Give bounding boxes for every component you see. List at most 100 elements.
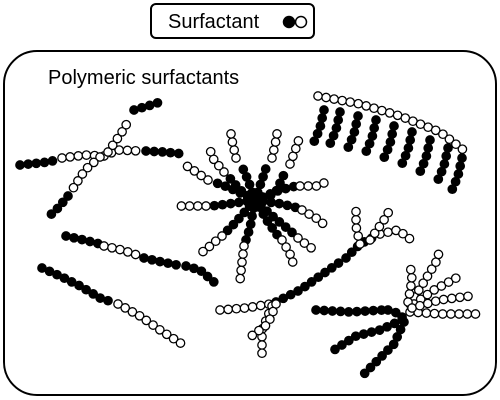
- polymer-chain-4: [215, 206, 415, 359]
- hydrophobic-bead: [196, 266, 207, 277]
- polymer-chain-5: [311, 249, 481, 379]
- hydrophilic-bead: [68, 182, 79, 193]
- hydrophilic-bead: [463, 291, 473, 302]
- hydrophilic-bead: [457, 144, 468, 155]
- hydrophobic-bead: [77, 234, 87, 245]
- hydrophobic-bead: [262, 206, 272, 217]
- hydrophobic-bead: [311, 305, 321, 315]
- hydrophilic-bead: [267, 153, 277, 163]
- hydrophobic-bead: [152, 97, 163, 108]
- hydrophilic-bead: [130, 249, 141, 260]
- hydrophilic-bead: [236, 265, 246, 276]
- hydrophobic-bead: [343, 142, 354, 153]
- hydrophilic-bead: [107, 242, 117, 253]
- hydrophilic-bead: [272, 129, 282, 139]
- hydrophobic-bead: [320, 267, 330, 278]
- hydrophilic-bead: [81, 150, 92, 160]
- hydrophobic-bead: [163, 258, 173, 269]
- hydrophobic-bead: [351, 119, 362, 129]
- hydrophilic-bead: [430, 125, 441, 136]
- hydrophobic-bead: [353, 111, 363, 121]
- hydrophilic-bead: [103, 147, 113, 157]
- hydrophobic-bead: [443, 143, 453, 153]
- hydrophobic-bead: [85, 236, 95, 247]
- hydrophobic-bead: [319, 105, 329, 115]
- hydrophobic-bead: [343, 335, 354, 346]
- hydrophilic-bead: [422, 271, 433, 282]
- hydrophobic-bead: [165, 147, 176, 158]
- hydrophobic-bead: [222, 225, 233, 236]
- hydrophobic-bead: [233, 197, 244, 208]
- hydrophobic-bead: [341, 253, 351, 263]
- hydrophilic-bead: [299, 238, 310, 248]
- hydrophilic-bead: [141, 315, 152, 326]
- hydrophilic-bead: [231, 153, 241, 163]
- hydrophobic-bead: [171, 259, 181, 270]
- hydrophilic-bead: [281, 242, 291, 252]
- hydrophilic-bead: [369, 103, 379, 114]
- hydrophobic-bead: [144, 100, 155, 111]
- hydrophilic-bead: [77, 169, 88, 179]
- hydrophilic-bead: [223, 304, 234, 315]
- hydrophilic-bead: [120, 303, 131, 313]
- hydrophobic-bead: [239, 207, 250, 218]
- hydrophilic-bead: [438, 129, 448, 140]
- hydrophilic-bead: [379, 214, 389, 225]
- hydrophilic-bead: [433, 249, 444, 260]
- hydrophobic-bead: [325, 138, 336, 149]
- hydrophilic-bead: [287, 257, 298, 267]
- hydrophobic-bead: [274, 198, 285, 209]
- hydrophobic-bead: [225, 198, 236, 209]
- hydrophilic-bead: [383, 207, 394, 218]
- hydrophobic-bead: [31, 158, 42, 169]
- hydrophilic-bead: [451, 139, 461, 150]
- hydrophilic-bead: [192, 201, 203, 211]
- hydrophilic-bead: [365, 235, 375, 245]
- hydrophilic-bead: [113, 299, 123, 309]
- hydrophobic-bead: [230, 180, 241, 190]
- hydrophobic-bead: [74, 280, 84, 291]
- hydrophilic-bead: [374, 221, 385, 232]
- hydrophobic-bead: [365, 362, 376, 373]
- hydrophilic-bead: [418, 278, 429, 289]
- hydrophobic-bead: [359, 368, 370, 379]
- hydrophilic-bead: [351, 206, 361, 217]
- hydrophilic-bead: [88, 157, 99, 168]
- hydrophobic-bead: [23, 159, 34, 169]
- hydrophilic-bead: [238, 249, 248, 259]
- hydrophilic-bead: [436, 281, 447, 291]
- hydrophilic-bead: [107, 140, 118, 151]
- hydrophobic-bead: [256, 200, 266, 211]
- hydrophilic-bead: [361, 101, 372, 111]
- hydrophilic-bead: [115, 244, 125, 255]
- hydrophilic-bead: [219, 167, 229, 177]
- hydrophilic-bead: [413, 285, 424, 296]
- hydrophilic-bead: [317, 218, 328, 229]
- hydrophilic-bead: [406, 272, 417, 283]
- hydrophobic-bead: [388, 339, 399, 350]
- hydrophobic-bead: [57, 197, 68, 208]
- hydrophilic-bead: [443, 277, 454, 287]
- hydrophobic-bead: [212, 178, 223, 189]
- hydrophilic-bead: [377, 105, 387, 116]
- hydrophilic-bead: [265, 314, 275, 325]
- hydrophobic-bead: [309, 136, 320, 147]
- hydrophilic-bead: [384, 108, 395, 118]
- hydrophilic-bead: [450, 273, 461, 284]
- hydrophobic-bead: [333, 115, 344, 125]
- hydrophilic-bead: [168, 333, 179, 344]
- hydrophobic-bead: [274, 217, 285, 227]
- hydrophilic-bead: [95, 152, 105, 162]
- hydrophobic-bead: [88, 289, 99, 299]
- hydrophobic-bead: [258, 192, 268, 203]
- hydrophilic-bead: [57, 153, 67, 163]
- hydrophobic-bead: [457, 153, 467, 163]
- hydrophilic-bead: [297, 205, 307, 215]
- star-polymer: [176, 129, 329, 284]
- hydrophobic-bead: [333, 258, 344, 268]
- hydrophilic-bead: [148, 320, 158, 330]
- hydrophilic-bead: [210, 236, 221, 247]
- hydrophobic-bead: [368, 305, 379, 316]
- legend: Surfactant: [150, 3, 315, 39]
- hydrophilic-bead: [303, 181, 314, 191]
